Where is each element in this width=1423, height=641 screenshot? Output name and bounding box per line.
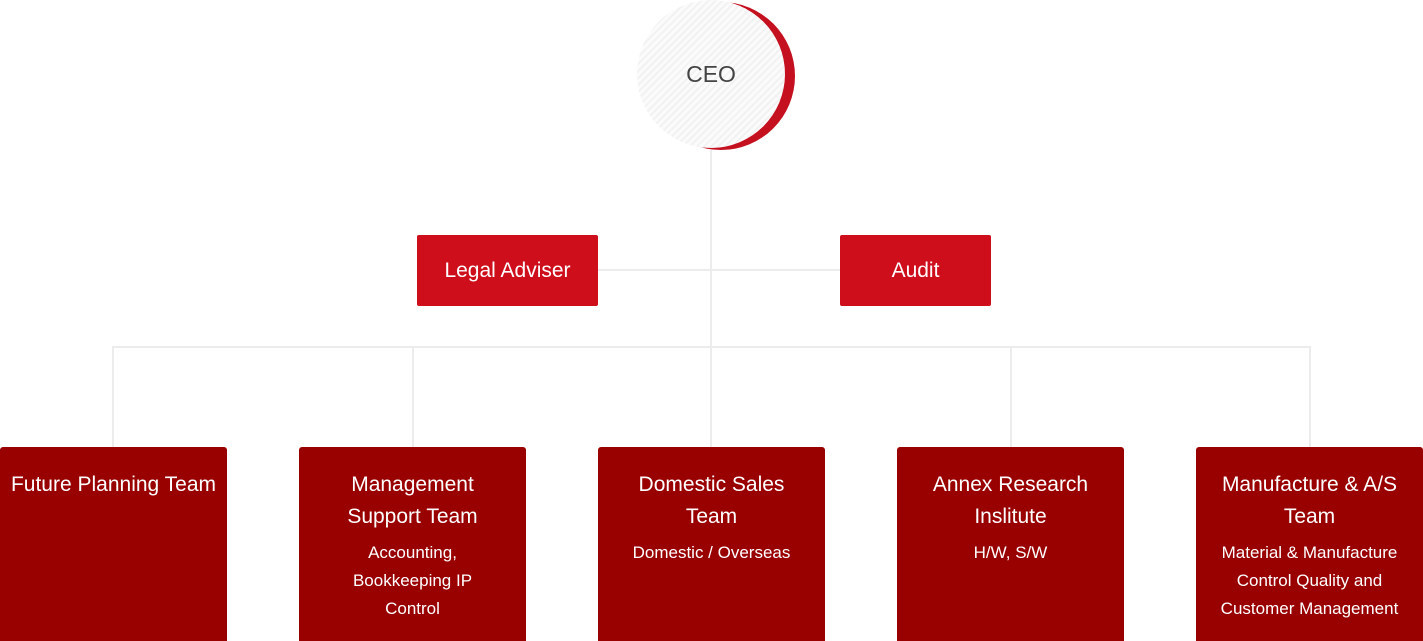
connector-team-1 bbox=[112, 346, 114, 447]
connector-advisors-horizontal bbox=[597, 269, 840, 271]
connector-teams-horizontal bbox=[112, 346, 1310, 348]
team-title: Future Planning Team bbox=[10, 473, 217, 496]
team-box-future-planning: Future Planning Team bbox=[0, 447, 227, 641]
team-title: Management Support Team bbox=[347, 473, 478, 528]
team-title: Domestic Sales Team bbox=[638, 473, 785, 528]
team-box-management-support: Management Support Team Accounting, Book… bbox=[299, 447, 526, 641]
team-description: Domestic / Overseas bbox=[632, 543, 791, 562]
team-box-domestic-sales: Domestic Sales Team Domestic / Overseas bbox=[598, 447, 825, 641]
legal-adviser-box: Legal Adviser bbox=[417, 235, 598, 306]
audit-box: Audit bbox=[840, 235, 991, 306]
ceo-circle: CEO bbox=[637, 0, 785, 148]
team-title: Annex Research Inslitute bbox=[932, 473, 1089, 528]
team-box-manufacture-as: Manufacture & A/S Team Material & Manufa… bbox=[1196, 447, 1423, 641]
team-description: Accounting, Bookkeeping IP Control bbox=[352, 543, 473, 618]
connector-team-4 bbox=[1010, 346, 1012, 447]
ceo-label: CEO bbox=[686, 60, 736, 87]
team-description: H/W, S/W bbox=[973, 543, 1048, 562]
audit-label: Audit bbox=[891, 258, 940, 282]
connector-team-5 bbox=[1309, 346, 1311, 447]
connector-ceo-vertical bbox=[710, 150, 712, 447]
legal-adviser-label: Legal Adviser bbox=[444, 258, 571, 282]
team-description: Material & Manufacture Control Quality a… bbox=[1220, 543, 1399, 618]
team-title: Manufacture & A/S Team bbox=[1221, 473, 1398, 528]
ceo-node: CEO bbox=[637, 0, 795, 152]
team-box-annex-research: Annex Research Inslitute H/W, S/W bbox=[897, 447, 1124, 641]
connector-team-2 bbox=[412, 346, 414, 447]
